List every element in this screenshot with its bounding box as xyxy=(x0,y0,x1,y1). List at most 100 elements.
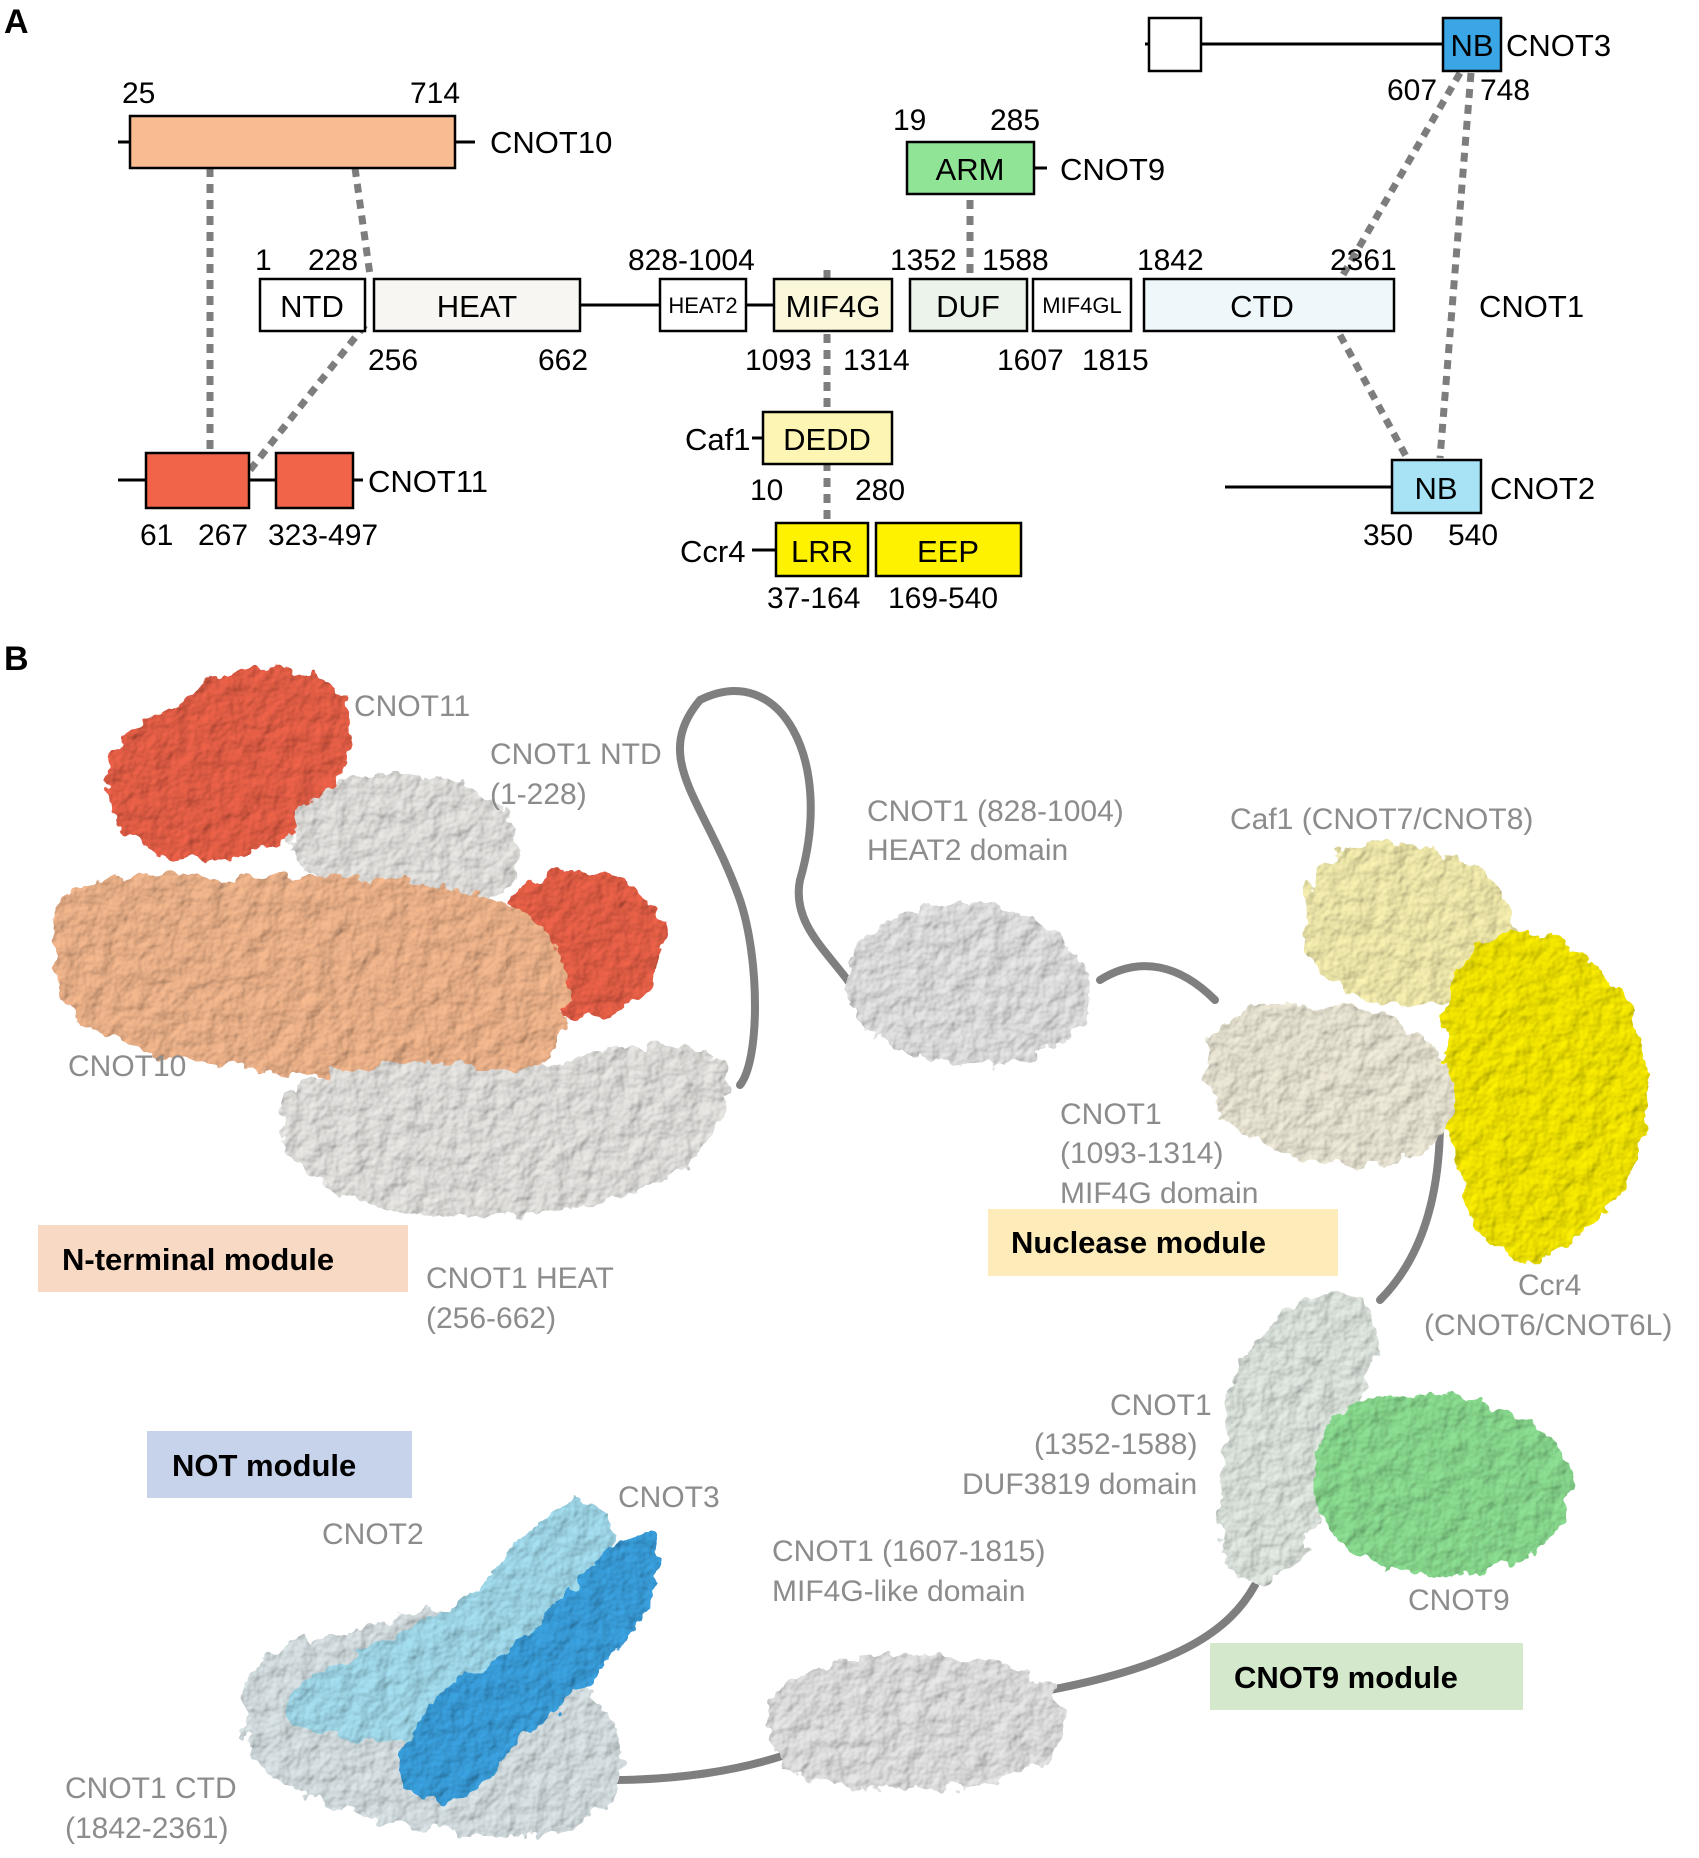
cnot11-num-61: 61 xyxy=(140,519,173,552)
cnot1-num-1842: 1842 xyxy=(1137,244,1204,277)
label-mif4gl-1: CNOT1 (1607-1815) xyxy=(772,1535,1045,1568)
cnot11-num-267: 267 xyxy=(198,519,248,552)
label-ccr4-2: (CNOT6/CNOT6L) xyxy=(1424,1309,1672,1342)
cnot1-num-1: 1 xyxy=(255,244,272,277)
module-not-label: NOT module xyxy=(172,1448,356,1483)
cnot3-unlabeled-domain xyxy=(1147,16,1203,73)
cnot9-arm-label: ARM xyxy=(936,152,1005,187)
label-cnot10: CNOT10 xyxy=(68,1050,186,1083)
cnot1-num-1607: 1607 xyxy=(997,344,1064,377)
cnot10-end: 714 xyxy=(410,77,460,110)
module-nuclease-box xyxy=(988,1209,1338,1276)
cnot1-duf-label: DUF xyxy=(936,289,1000,324)
cnot1-ntd-surface xyxy=(289,772,521,908)
cnot1-num-662: 662 xyxy=(538,344,588,377)
cnot1-diagram: NTD HEAT HEAT2 MIF4G DUF MIF4GL CTD 1 22… xyxy=(255,244,1584,377)
ccr4-name: Ccr4 xyxy=(680,534,745,569)
ccr4-eep-label: EEP xyxy=(917,534,979,569)
cnot9-diagram: ARM 19 285 CNOT9 xyxy=(893,104,1165,196)
ccr4-diagram: LRR EEP Ccr4 37-164 169-540 xyxy=(680,521,1023,615)
cnot10-diagram: 25 714 CNOT10 xyxy=(118,77,612,170)
panel-b-captions: CNOT11 CNOT1 NTD (1-228) CNOT1 (828-1004… xyxy=(65,690,1672,1845)
label-duf-2: (1352-1588) xyxy=(1034,1428,1197,1461)
cnot1-num-2361: 2361 xyxy=(1330,244,1397,277)
caf1-dedd-label: DEDD xyxy=(783,422,871,457)
module-cnot9: CNOT9 module xyxy=(1210,1643,1523,1710)
ccr4-lrr-domain xyxy=(774,521,870,578)
cnot3-surface xyxy=(399,1530,659,1800)
ccr4-eep-domain xyxy=(874,521,1023,578)
cnot2-start: 350 xyxy=(1363,519,1413,552)
cnot1-heat2-domain xyxy=(658,277,748,333)
ccr4-lrr-range: 37-164 xyxy=(767,582,860,615)
cnot1-heat2-label: HEAT2 xyxy=(668,293,737,318)
label-cnot2: CNOT2 xyxy=(322,1518,424,1551)
label-mif4g-2: (1093-1314) xyxy=(1060,1137,1223,1170)
cnot1-mif4g-domain xyxy=(772,277,894,333)
cnot3-name: CNOT3 xyxy=(1506,28,1611,63)
label-mif4g-1: CNOT1 xyxy=(1060,1098,1162,1131)
cnot3-nb-domain xyxy=(1441,16,1503,73)
cnot3-end: 748 xyxy=(1480,74,1530,107)
caf1-dedd-domain xyxy=(761,410,894,466)
cnot9-arm-domain xyxy=(905,140,1036,196)
caf1-name: Caf1 xyxy=(685,422,750,457)
label-caf1: Caf1 (CNOT7/CNOT8) xyxy=(1230,803,1533,836)
cnot10-name: CNOT10 xyxy=(490,125,612,160)
cnot1-num-1815: 1815 xyxy=(1082,344,1149,377)
label-ccr4-1: Ccr4 xyxy=(1518,1269,1581,1302)
label-cnot11: CNOT11 xyxy=(354,690,470,723)
cnot9-surface xyxy=(1315,1393,1571,1576)
label-ntd-2: (1-228) xyxy=(490,778,587,811)
module-nuclease-label: Nuclease module xyxy=(1011,1225,1266,1260)
cnot1-heat2-surface xyxy=(847,902,1091,1066)
label-cnot9: CNOT9 xyxy=(1408,1584,1510,1617)
cnot9-name: CNOT9 xyxy=(1060,152,1165,187)
label-duf-1: CNOT1 xyxy=(1110,1389,1212,1422)
module-nterminal-box xyxy=(38,1225,408,1292)
panel-b-label: B xyxy=(4,640,29,678)
cnot11-diagram: CNOT11 61 267 323-497 xyxy=(118,451,488,552)
label-mif4gl-2: MIF4G-like domain xyxy=(772,1575,1025,1608)
cnot1-num-1093: 1093 xyxy=(745,344,812,377)
cnot1-name: CNOT1 xyxy=(1479,289,1584,324)
cnot1-num-heat2-range: 828-1004 xyxy=(628,244,755,277)
cnot1-ntd-domain xyxy=(258,277,367,333)
cnot1-ctd-label: CTD xyxy=(1230,289,1294,324)
label-mif4g-3: MIF4G domain xyxy=(1060,1177,1258,1210)
cnot3-diagram: NB CNOT3 607 748 xyxy=(1145,16,1611,107)
cnot1-duf-surface xyxy=(1218,1294,1377,1583)
cnot2-nb-label: NB xyxy=(1414,471,1457,506)
cnot1-heat-surface xyxy=(282,1044,731,1216)
module-nuclease: Nuclease module xyxy=(988,1209,1338,1276)
label-ctd-1: CNOT1 CTD xyxy=(65,1772,237,1805)
cnot1-num-1588: 1588 xyxy=(982,244,1049,277)
cnot2-end: 540 xyxy=(1448,519,1498,552)
ccr4-eep-range: 169-540 xyxy=(888,582,998,615)
cnot3-nb-label: NB xyxy=(1450,28,1493,63)
caf1-diagram: DEDD Caf1 10 280 xyxy=(685,410,905,507)
cnot1-mif4g-label: MIF4G xyxy=(786,289,881,324)
module-cnot9-box xyxy=(1210,1643,1523,1710)
cnot1-duf-domain xyxy=(908,277,1029,333)
cnot1-mif4gl-label: MIF4GL xyxy=(1042,293,1121,318)
cnot10-domain xyxy=(128,114,457,170)
cnot3-start: 607 xyxy=(1387,74,1437,107)
label-heat-2: (256-662) xyxy=(426,1302,556,1335)
module-nterminal-label: N-terminal module xyxy=(62,1242,334,1277)
cnot2-nb-domain xyxy=(1390,458,1483,515)
cnot1-num-1314: 1314 xyxy=(843,344,910,377)
caf1-start: 10 xyxy=(750,474,783,507)
label-ctd-2: (1842-2361) xyxy=(65,1812,228,1845)
cnot9-start: 19 xyxy=(893,104,926,137)
cnot2-diagram: NB CNOT2 350 540 xyxy=(1225,458,1595,552)
cnot11-domain-1 xyxy=(144,451,251,510)
label-heat2-2: HEAT2 domain xyxy=(867,834,1068,867)
module-not: NOT module xyxy=(147,1431,412,1498)
label-heat-1: CNOT1 HEAT xyxy=(426,1262,614,1295)
cnot11-name: CNOT11 xyxy=(368,464,488,499)
module-cnot9-label: CNOT9 module xyxy=(1234,1660,1458,1695)
ccr4-surface xyxy=(1443,932,1650,1258)
cnot10-surface xyxy=(53,874,568,1082)
